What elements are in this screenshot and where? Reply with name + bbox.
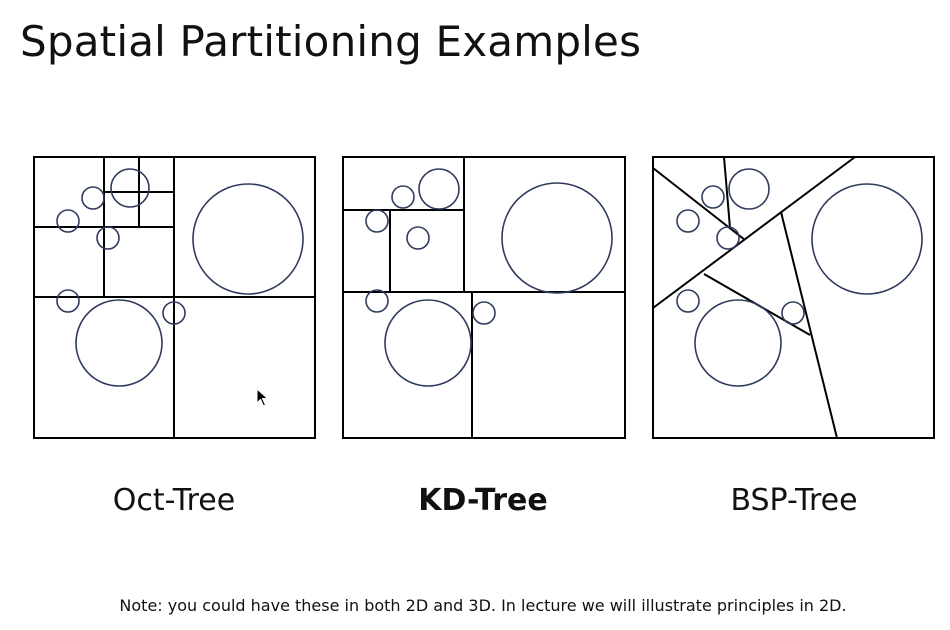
kd-tree-caption: KD-Tree [418,483,548,518]
oct-tree-caption: Oct-Tree [112,483,236,518]
object-circle [811,183,923,295]
object-circle [391,185,415,209]
object-circle [365,289,389,313]
object-circle [676,289,700,313]
object-circle [56,289,80,313]
object-circle [365,209,389,233]
object-circle [418,168,460,210]
object-circle [192,183,304,295]
footnote: Note: you could have these in both 2D an… [119,596,847,615]
object-circle [676,209,700,233]
object-circle [728,168,770,210]
bsp-tree-caption: BSP-Tree [730,483,858,518]
bsp-tree-partitions [652,156,935,439]
object-circle [716,226,740,250]
bsp-tree-split [652,156,856,309]
object-circle [501,182,613,294]
bsp-tree-diagram [652,156,935,439]
oct-tree-partitions [33,156,316,439]
object-circle [781,301,805,325]
object-circle [96,226,120,250]
oct-tree-objects [56,168,304,387]
object-circle [406,226,430,250]
object-circle [81,186,105,210]
object-circle [694,299,782,387]
object-circle [162,301,186,325]
kd-tree-diagram [342,156,626,439]
oct-tree-diagram [33,156,316,439]
bsp-tree-split [780,211,838,439]
object-circle [75,299,163,387]
object-circle [472,301,496,325]
bsp-tree-objects [676,168,923,387]
kd-tree-objects [365,168,613,387]
object-circle [384,299,472,387]
object-circle [701,185,725,209]
object-circle [110,168,150,208]
mouse-pointer-icon [256,388,269,407]
object-circle [56,209,80,233]
bsp-tree-split [652,167,746,241]
kd-tree-boundary [342,156,626,439]
kd-tree-partitions [342,156,626,439]
bsp-tree-boundary [652,156,935,439]
bsp-tree-split [723,156,731,229]
slide-title: Spatial Partitioning Examples [20,17,642,66]
